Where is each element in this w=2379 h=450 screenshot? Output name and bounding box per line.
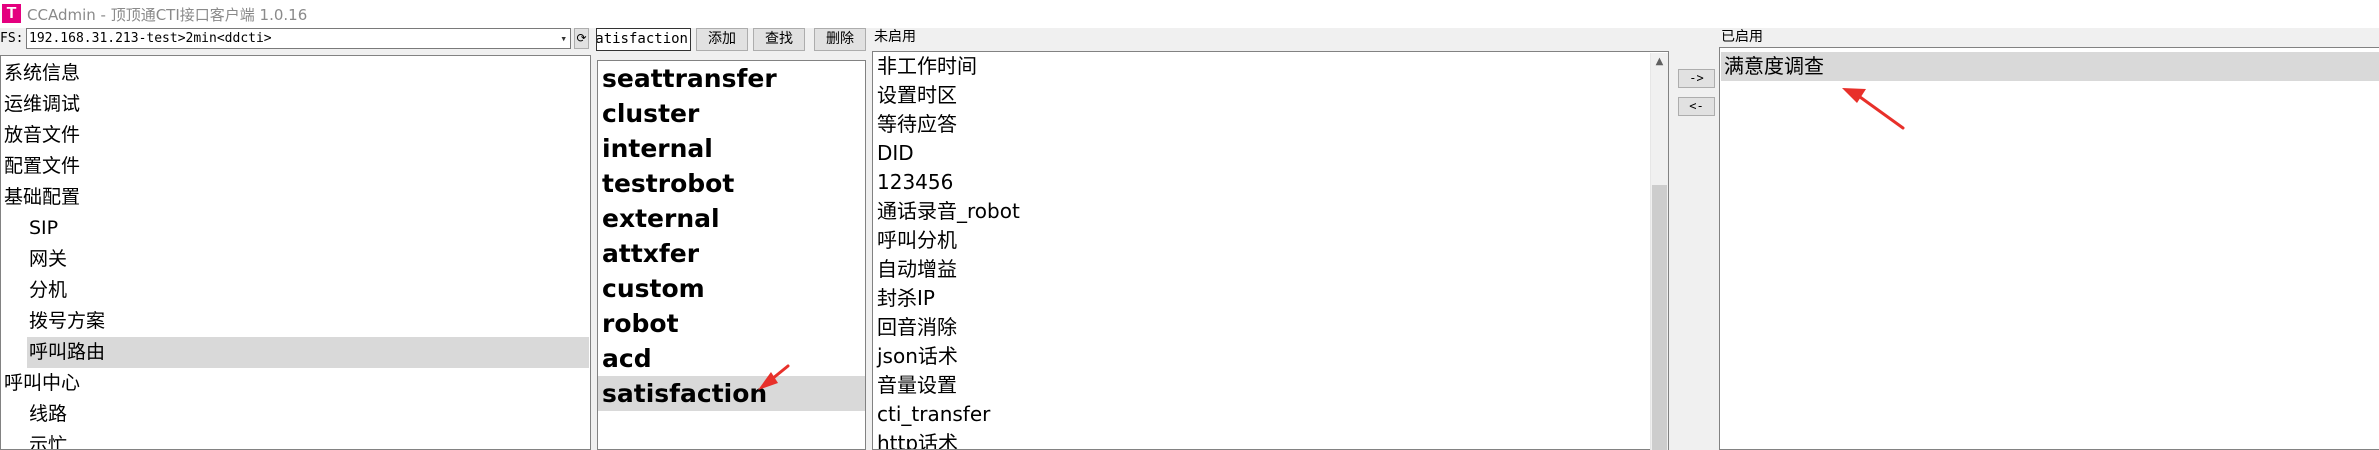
enabled-list[interactable]: 满意度调查 xyxy=(1719,47,2379,450)
tree-item-system-info[interactable]: 系统信息 xyxy=(4,62,81,84)
disable-button[interactable]: <- xyxy=(1678,97,1715,116)
fs-server-select[interactable]: 192.168.31.213-test>2min<ddcti> ▾ xyxy=(26,28,571,49)
context-item[interactable]: acd xyxy=(602,344,652,373)
context-item[interactable]: robot xyxy=(602,309,679,338)
context-search-input[interactable]: satisfaction xyxy=(596,28,691,51)
scroll-up-arrow-icon[interactable]: ▲ xyxy=(1655,56,1664,67)
tree-item-gateway[interactable]: 网关 xyxy=(29,248,68,270)
annotation-arrow-icon xyxy=(758,364,790,390)
title-bar: T CCAdmin - 顶顶通CTI接口客户端 1.0.16 xyxy=(0,0,2379,28)
context-item[interactable]: seattransfer xyxy=(602,64,777,93)
list-item[interactable]: 回音消除 xyxy=(877,315,957,339)
enabled-section-label: 已启用 xyxy=(1721,29,1763,45)
delete-button[interactable]: 删除 xyxy=(814,28,866,51)
app-logo-icon: T xyxy=(2,4,21,23)
context-item[interactable]: cluster xyxy=(602,99,700,128)
fs-select-value: 192.168.31.213-test>2min<ddcti> xyxy=(29,31,272,46)
chevron-down-icon: ▾ xyxy=(560,32,567,45)
list-item[interactable]: 123456 xyxy=(877,170,954,194)
context-item[interactable]: external xyxy=(602,204,720,233)
list-item[interactable]: DID xyxy=(877,141,914,165)
list-item[interactable]: 封杀IP xyxy=(877,286,935,310)
tree-item-ops-debug[interactable]: 运维调试 xyxy=(4,93,81,115)
list-item[interactable]: 音量设置 xyxy=(877,373,957,397)
context-list[interactable]: seattransfer cluster internal testrobot … xyxy=(597,60,866,450)
list-item[interactable]: 通话录音_robot xyxy=(877,199,1020,223)
tree-item-call-center[interactable]: 呼叫中心 xyxy=(4,372,81,394)
enable-button[interactable]: -> xyxy=(1678,69,1715,88)
list-item[interactable]: 自动增益 xyxy=(877,257,957,281)
list-item[interactable]: http话术 xyxy=(877,431,959,450)
context-item-selected[interactable]: satisfaction xyxy=(598,376,865,411)
list-item[interactable]: cti_transfer xyxy=(877,402,991,426)
find-button[interactable]: 查找 xyxy=(753,28,805,51)
list-item[interactable]: 非工作时间 xyxy=(877,54,977,78)
tree-item-dialplan[interactable]: 拨号方案 xyxy=(29,310,106,332)
tree-item-audio-files[interactable]: 放音文件 xyxy=(4,124,81,146)
context-item[interactable]: attxfer xyxy=(602,239,700,268)
disabled-list[interactable]: 非工作时间 设置时区 等待应答 DID 123456 通话录音_robot 呼叫… xyxy=(872,51,1669,450)
refresh-button[interactable]: ⟳ xyxy=(574,28,589,49)
list-item[interactable]: 呼叫分机 xyxy=(877,228,957,252)
context-item[interactable]: custom xyxy=(602,274,705,303)
tree-item-lines[interactable]: 线路 xyxy=(29,403,68,425)
context-item[interactable]: internal xyxy=(602,134,713,163)
window-title: CCAdmin - 顶顶通CTI接口客户端 1.0.16 xyxy=(27,6,308,24)
list-item[interactable]: 等待应答 xyxy=(877,112,957,136)
list-item[interactable]: 设置时区 xyxy=(877,83,957,107)
nav-tree[interactable]: 系统信息 运维调试 放音文件 配置文件 基础配置 SIP 网关 分机 拨号方案 … xyxy=(0,55,591,450)
context-item[interactable]: testrobot xyxy=(602,169,735,198)
tree-item-config-files[interactable]: 配置文件 xyxy=(4,155,81,177)
annotation-arrow-icon xyxy=(1842,88,1905,130)
tree-item-busy[interactable]: 示忙 xyxy=(29,434,68,450)
list-item-enabled[interactable]: 满意度调查 xyxy=(1721,52,2379,81)
list-item[interactable]: json话术 xyxy=(877,344,958,368)
disabled-list-scrollbar[interactable]: ▲ xyxy=(1650,53,1668,450)
tree-item-sip[interactable]: SIP xyxy=(29,217,59,239)
add-button[interactable]: 添加 xyxy=(696,28,748,51)
tree-item-call-routing[interactable]: 呼叫路由 xyxy=(27,337,589,368)
tree-item-extension[interactable]: 分机 xyxy=(29,279,68,301)
scrollbar-thumb[interactable] xyxy=(1652,185,1667,450)
fs-label: FS: xyxy=(0,31,24,46)
refresh-icon: ⟳ xyxy=(576,31,587,45)
disabled-section-label: 未启用 xyxy=(874,29,916,45)
tree-item-basic-config[interactable]: 基础配置 xyxy=(4,186,81,208)
